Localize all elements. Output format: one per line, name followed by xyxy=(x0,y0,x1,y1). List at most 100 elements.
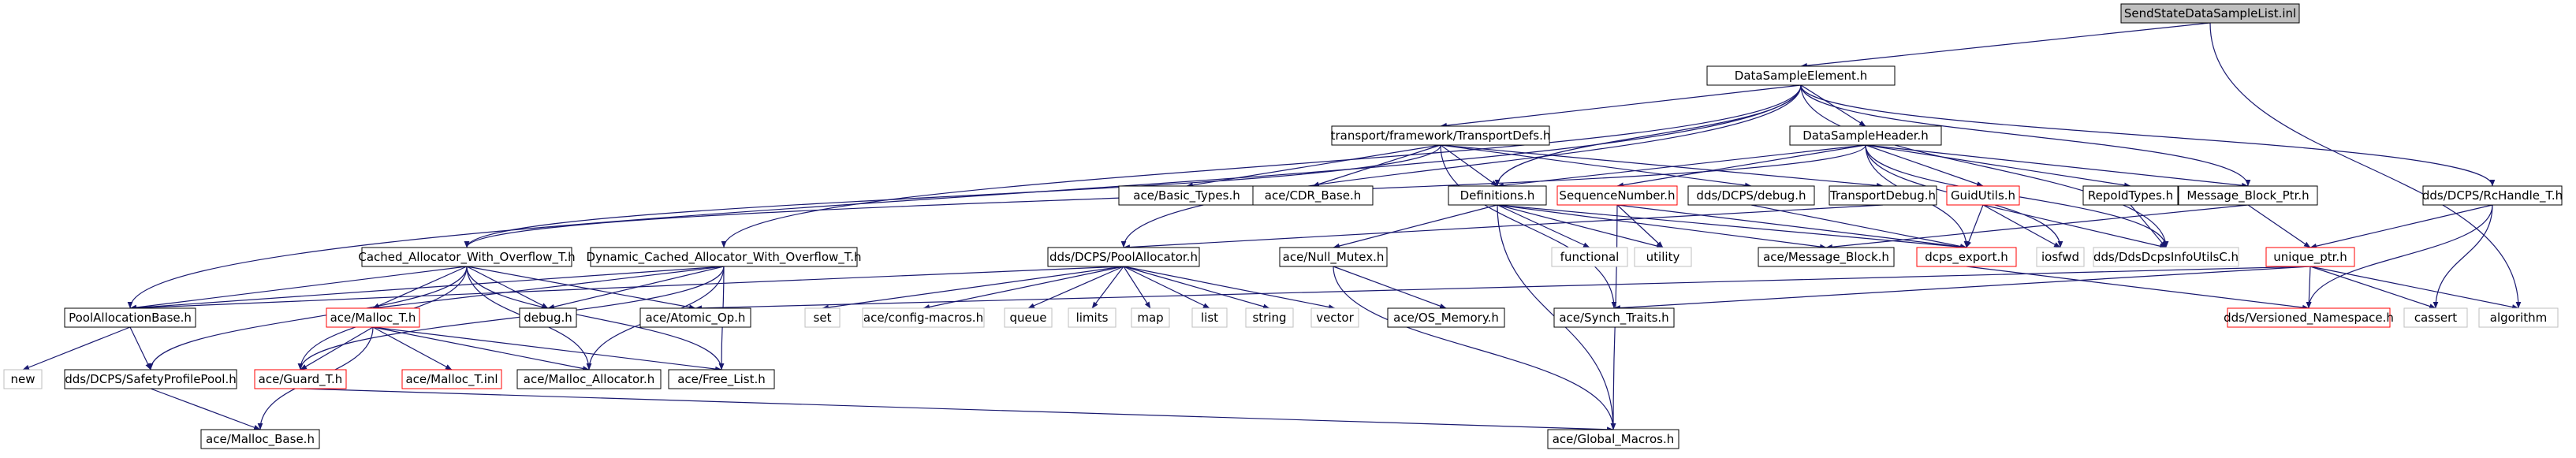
node-tdebug[interactable]: TransportDebug.h xyxy=(1829,185,1937,206)
node-basic[interactable]: ace/Basic_Types.h xyxy=(1118,185,1255,206)
node-new[interactable]: new xyxy=(3,369,43,389)
node-guid[interactable]: GuidUtils.h xyxy=(1946,185,2020,206)
edge-dse-to-tdefs xyxy=(1440,84,1802,128)
node-utility[interactable]: utility xyxy=(1634,247,1692,267)
node-debug[interactable]: debug.h xyxy=(519,307,577,328)
edge-dynamic-to-malloct xyxy=(372,266,725,311)
node-label-defs: Definitions.h xyxy=(1460,188,1535,203)
node-box-string xyxy=(1245,307,1294,328)
node-list[interactable]: list xyxy=(1191,307,1228,328)
node-box-versioned xyxy=(2227,307,2391,328)
node-map[interactable]: map xyxy=(1131,307,1170,328)
node-box-set xyxy=(804,307,841,328)
node-freelist[interactable]: ace/Free_List.h xyxy=(668,369,775,389)
node-box-atomic xyxy=(639,307,751,328)
node-label-cached: Cached_Allocator_With_Overflow_T.h xyxy=(358,250,575,265)
node-export[interactable]: dcps_export.h xyxy=(1916,247,2017,267)
node-mallocalloc[interactable]: ace/Malloc_Allocator.h xyxy=(516,369,662,389)
node-label-mallocalloc: ace/Malloc_Allocator.h xyxy=(524,372,654,387)
node-dse[interactable]: DataSampleElement.h xyxy=(1706,65,1896,86)
node-synch[interactable]: ace/Synch_Traits.h xyxy=(1553,307,1675,328)
edge-pool-to-vector xyxy=(1123,266,1336,310)
node-safety[interactable]: dds/DCPS/SafetyProfilePool.h xyxy=(64,369,237,389)
edge-dsh-to-defs xyxy=(1497,144,1866,188)
node-label-utility: utility xyxy=(1646,250,1680,264)
node-guardt[interactable]: ace/Guard_T.h xyxy=(254,369,347,389)
node-pool[interactable]: dds/DCPS/PoolAllocator.h xyxy=(1047,247,1200,267)
edge-dsh-to-mbptr xyxy=(1865,144,2249,188)
node-malloct[interactable]: ace/Malloc_T.h xyxy=(326,307,420,328)
edge-pool-to-queue xyxy=(1027,266,1124,309)
node-algorithm[interactable]: algorithm xyxy=(2478,307,2559,328)
edge-pool-to-poolbase xyxy=(129,266,1124,311)
node-nullmutex[interactable]: ace/Null_Mutex.h xyxy=(1279,247,1388,267)
node-box-repoid xyxy=(2082,185,2179,206)
node-seqnum[interactable]: SequenceNumber.h xyxy=(1556,185,1678,206)
node-queue[interactable]: queue xyxy=(1004,307,1053,328)
node-msgblock[interactable]: ace/Message_Block.h xyxy=(1758,247,1895,267)
node-box-cassert xyxy=(2403,307,2468,328)
node-config[interactable]: ace/config-macros.h xyxy=(862,307,985,328)
edge-defs-to-utility xyxy=(1497,204,1664,249)
edge-tdefs-to-cached xyxy=(464,144,1441,248)
node-label-dcpsdebug: dds/DCPS/debug.h xyxy=(1696,188,1806,203)
node-label-repoid: RepoIdTypes.h xyxy=(2088,188,2173,203)
node-functional[interactable]: functional xyxy=(1551,247,1628,267)
node-cached[interactable]: Cached_Allocator_With_Overflow_T.h xyxy=(358,247,576,267)
node-label-msgblock: ace/Message_Block.h xyxy=(1763,250,1889,265)
node-dsh[interactable]: DataSampleHeader.h xyxy=(1789,125,1942,146)
node-box-mallocbase xyxy=(200,429,320,449)
node-box-tdefs xyxy=(1331,125,1550,146)
edge-pool-to-set xyxy=(822,266,1124,311)
node-label-cassert: cassert xyxy=(2414,311,2457,325)
node-defs[interactable]: Definitions.h xyxy=(1448,185,1547,206)
edge-tdefs-to-basic xyxy=(1186,144,1441,188)
node-tdefs[interactable]: transport/framework/TransportDefs.h xyxy=(1331,125,1551,146)
node-repoid[interactable]: RepoIdTypes.h xyxy=(2082,185,2179,206)
node-label-infoutils: dds/DdsDcpsInfoUtilsC.h xyxy=(2093,250,2239,264)
node-label-dsh: DataSampleHeader.h xyxy=(1802,128,1929,143)
edge-seqnum-to-export xyxy=(1616,204,1967,250)
node-string[interactable]: string xyxy=(1245,307,1294,328)
node-mallocbase[interactable]: ace/Malloc_Base.h xyxy=(200,429,320,449)
node-cassert[interactable]: cassert xyxy=(2403,307,2468,328)
node-label-guardt: ace/Guard_T.h xyxy=(259,372,343,387)
node-label-tdefs: transport/framework/TransportDefs.h xyxy=(1331,128,1551,143)
node-atomic[interactable]: ace/Atomic_Op.h xyxy=(639,307,751,328)
node-box-nullmutex xyxy=(1279,247,1388,267)
node-label-mallocinl: ace/Malloc_T.inl xyxy=(405,372,498,387)
node-label-basic: ace/Basic_Types.h xyxy=(1133,188,1240,203)
node-box-map xyxy=(1131,307,1170,328)
node-globalmacros[interactable]: ace/Global_Macros.h xyxy=(1547,429,1679,449)
edge-uptr-to-versioned xyxy=(2306,266,2312,309)
node-limits[interactable]: limits xyxy=(1068,307,1117,328)
node-mbptr[interactable]: Message_Block_Ptr.h xyxy=(2178,185,2318,206)
node-root[interactable]: SendStateDataSampleList.inl xyxy=(2120,3,2300,24)
node-poolbase[interactable]: PoolAllocationBase.h xyxy=(64,307,196,328)
edge-safety-to-mallocbase xyxy=(150,388,261,430)
node-infoutils[interactable]: dds/DdsDcpsInfoUtilsC.h xyxy=(2093,247,2239,267)
node-box-vector xyxy=(1310,307,1359,328)
node-set[interactable]: set xyxy=(804,307,841,328)
node-box-cdr xyxy=(1252,185,1374,206)
node-mallocinl[interactable]: ace/Malloc_T.inl xyxy=(401,369,502,389)
node-box-dsh xyxy=(1789,125,1942,146)
node-vector[interactable]: vector xyxy=(1310,307,1359,328)
edge-dse-to-poolbase xyxy=(127,84,1802,309)
node-cdr[interactable]: ace/CDR_Base.h xyxy=(1252,185,1374,206)
node-rch[interactable]: dds/DCPS/RcHandle_T.h xyxy=(2422,185,2563,206)
node-dynamic[interactable]: Dynamic_Cached_Allocator_With_Overflow_T… xyxy=(587,247,862,267)
node-osmem[interactable]: ace/OS_Memory.h xyxy=(1387,307,1505,328)
node-box-config xyxy=(862,307,985,328)
node-dcpsdebug[interactable]: dds/DCPS/debug.h xyxy=(1687,185,1815,206)
edge-dse-to-dsh xyxy=(1800,84,1866,127)
node-box-functional xyxy=(1551,247,1628,267)
node-uptr[interactable]: unique_ptr.h xyxy=(2265,247,2355,267)
node-versioned[interactable]: dds/Versioned_Namespace.h xyxy=(2224,307,2394,328)
node-iosfwd[interactable]: iosfwd xyxy=(2036,247,2085,267)
edge-dsh-to-seqnum xyxy=(1616,144,1866,188)
edge-guardt-to-globalmacros xyxy=(300,388,1614,433)
node-label-globalmacros: ace/Global_Macros.h xyxy=(1553,432,1675,447)
node-box-malloct xyxy=(326,307,420,328)
edge-pool-to-map xyxy=(1123,266,1151,309)
